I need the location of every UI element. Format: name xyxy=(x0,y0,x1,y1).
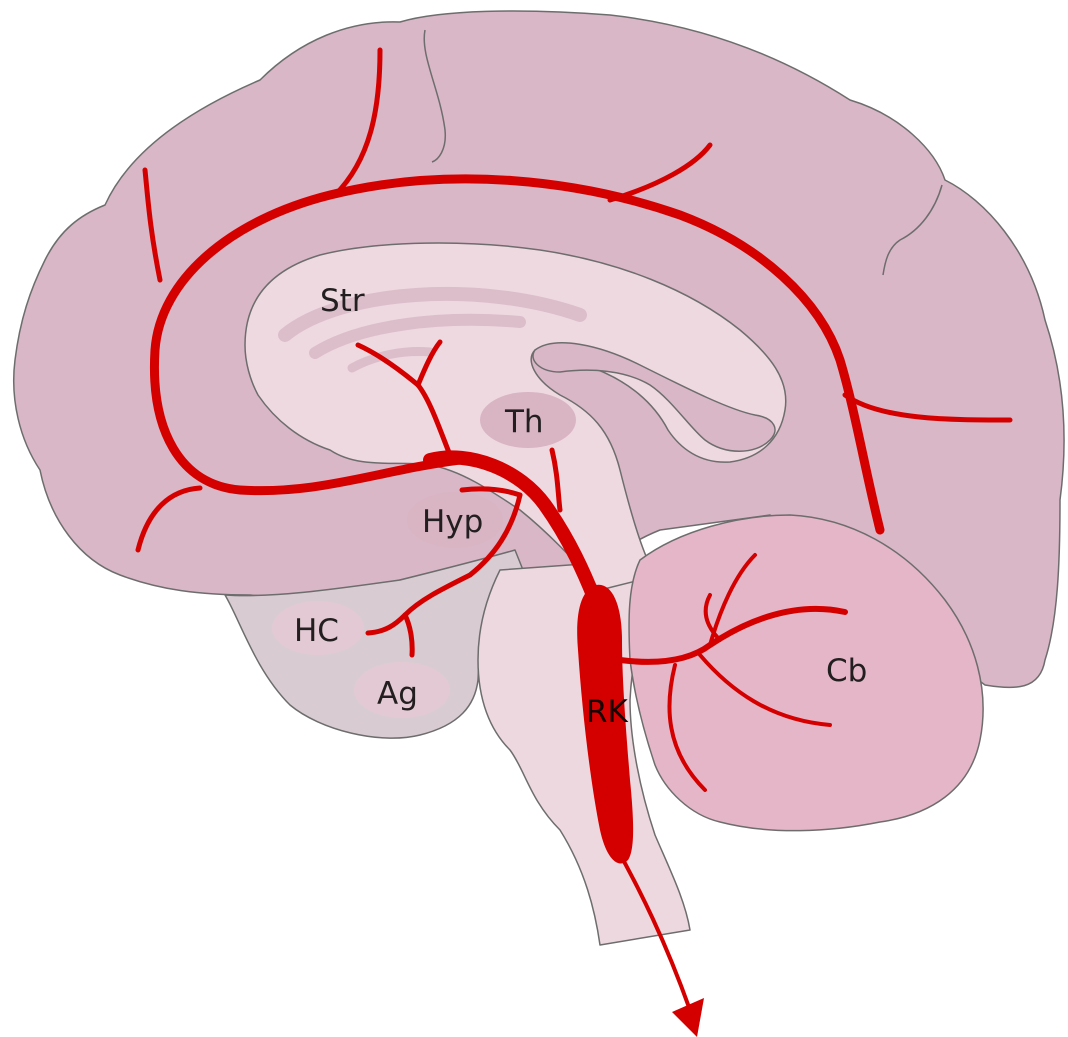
label-str: Str xyxy=(320,283,365,319)
label-hyp: Hyp xyxy=(422,504,483,540)
label-cb: Cb xyxy=(826,653,867,689)
label-hc: HC xyxy=(294,613,339,649)
label-th: Th xyxy=(504,404,544,440)
label-ag: Ag xyxy=(377,676,418,712)
label-rk: RK xyxy=(586,694,629,730)
